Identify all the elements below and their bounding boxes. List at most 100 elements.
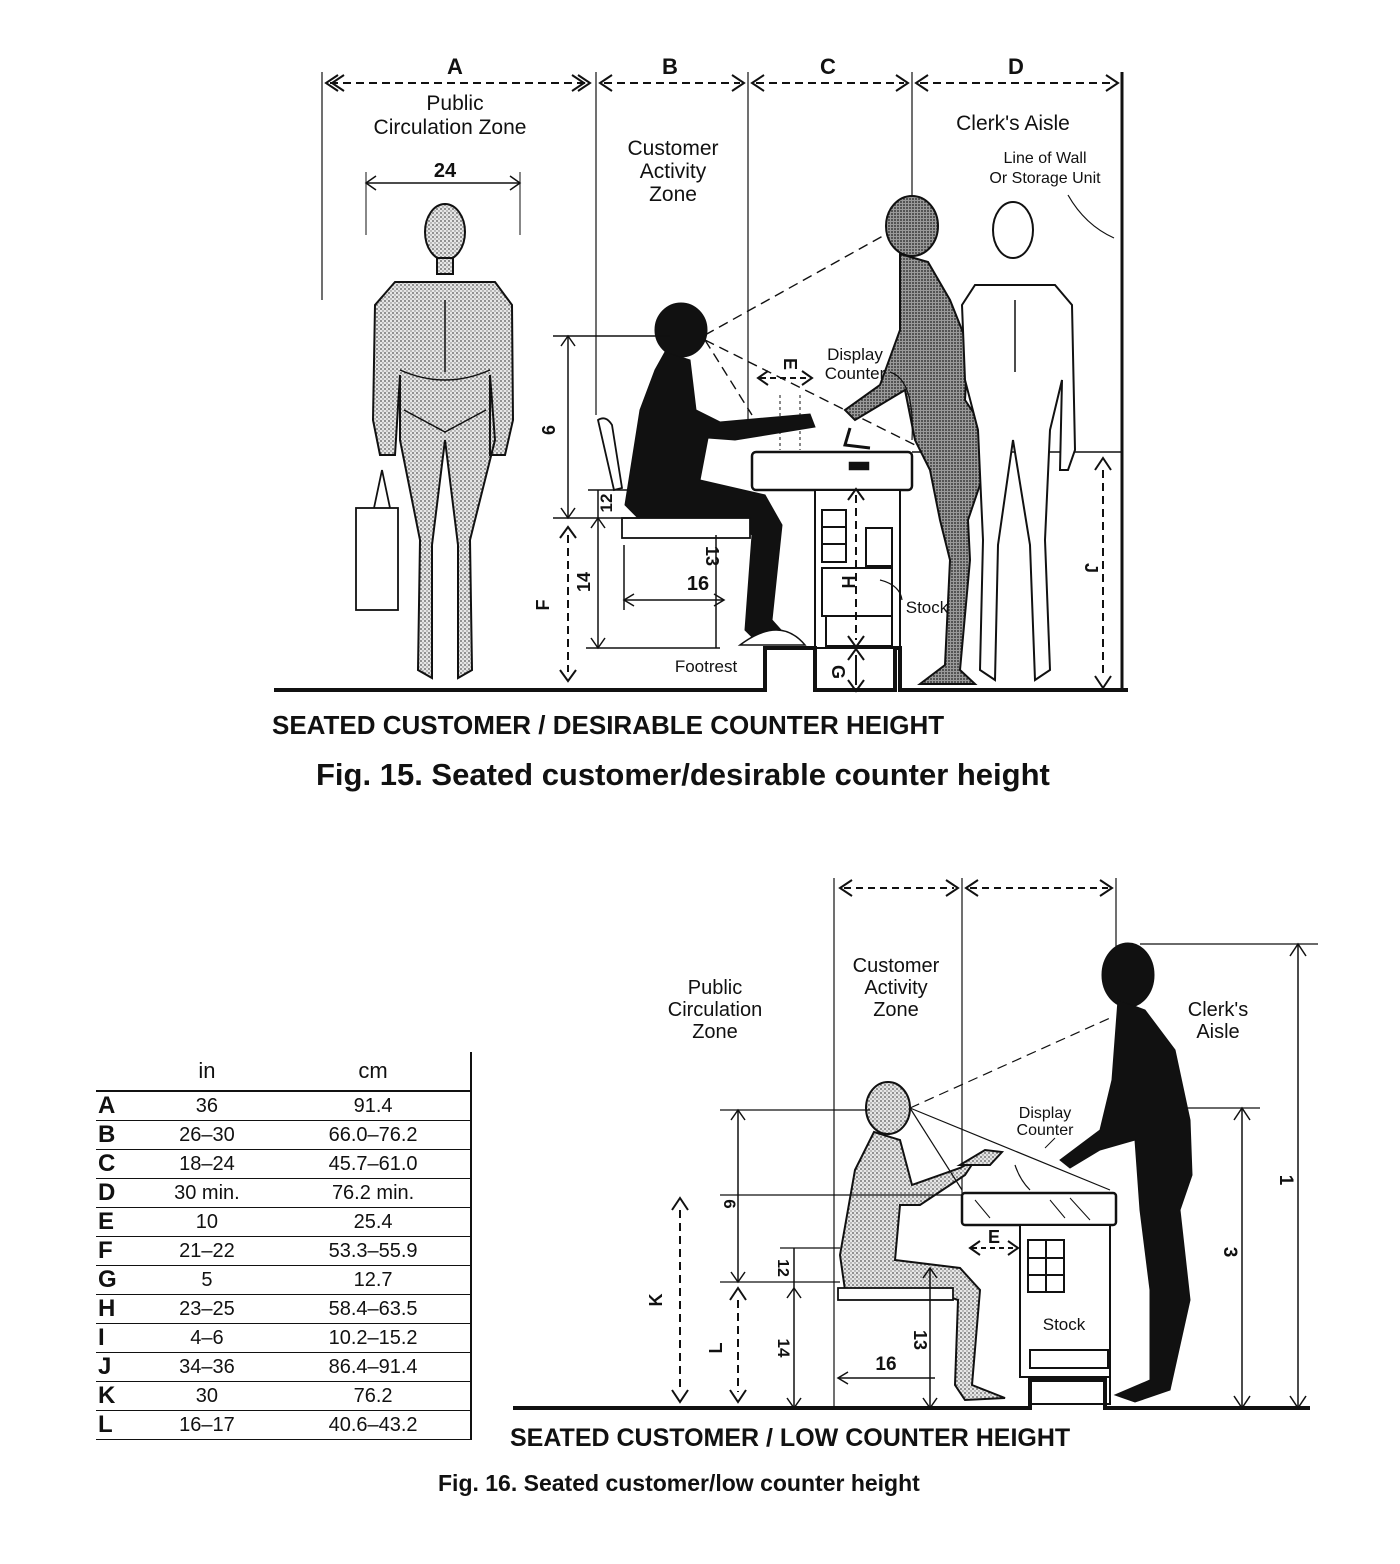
figure-16-heading: SEATED CUSTOMER / LOW COUNTER HEIGHT (510, 1424, 1071, 1452)
table-cell-cm: 91.4 (276, 1090, 472, 1121)
standing-customer-figure (371, 203, 515, 680)
stool-seat (837, 1287, 954, 1301)
stock-label: Stock (906, 598, 949, 617)
display-counter (750, 450, 914, 492)
clerks-aisle-label-16-1: Clerk's (1188, 999, 1249, 1021)
clerk-figure (843, 195, 986, 685)
table-cell-key: H (96, 1294, 138, 1324)
dim-E: E (780, 358, 800, 370)
table-cell-in: 23–25 (137, 1294, 277, 1324)
table-cell-key: B (96, 1120, 138, 1150)
dim-24: 24 (434, 160, 457, 182)
table-cell-in: 4–6 (137, 1323, 277, 1353)
column-header-in: in (137, 1052, 277, 1092)
display-counter-label-16-2: Counter (1017, 1122, 1075, 1139)
clerk-figure-16 (1059, 942, 1193, 1403)
table-cell-in: 10 (137, 1207, 277, 1237)
dim-12: 12 (597, 494, 616, 513)
dim-H: H (838, 576, 858, 589)
figure-16-caption: Fig. 16. Seated customer/low counter hei… (438, 1470, 920, 1496)
dim-16: 16 (687, 573, 709, 595)
figure-16-labels: Public Circulation Zone Customer Activit… (646, 955, 1296, 1375)
stock-label-16: Stock (1043, 1315, 1086, 1334)
dim-13-16: 13 (910, 1330, 930, 1350)
dim-14-16: 14 (774, 1339, 793, 1358)
dimension-G (847, 647, 865, 693)
table-cell-cm: 45.7–61.0 (276, 1149, 472, 1179)
clerk-outline-figure (960, 201, 1077, 682)
table-cell-cm: 76.2 (276, 1381, 472, 1411)
stock-cabinet (814, 489, 901, 649)
table-cell-in: 34–36 (137, 1352, 277, 1382)
customer-zone-label-16-1: Customer (853, 955, 940, 977)
footrest (737, 629, 807, 646)
dim-12-16: 12 (774, 1259, 791, 1277)
customer-zone-label-16-3: Zone (873, 999, 919, 1021)
zone-letter-D: D (1008, 54, 1024, 79)
table-cell-key: F (96, 1236, 138, 1266)
figure-15-labels: A B C D Public Circulation Zone Customer… (374, 54, 1102, 679)
table-header-row: in cm (96, 1052, 472, 1092)
display-counter-label-16-1: Display (1019, 1105, 1071, 1122)
footrest-label: Footrest (675, 657, 738, 676)
wall-label-2: Or Storage Unit (989, 170, 1101, 187)
zone-letter-C: C (820, 54, 836, 79)
seated-customer-figure-16 (838, 1081, 1006, 1402)
stock-cabinet-16 (1019, 1224, 1111, 1405)
table-cell-cm: 86.4–91.4 (276, 1352, 472, 1382)
table-cell-key: C (96, 1149, 138, 1179)
shopping-bag-icon (355, 469, 399, 611)
table-cell-cm: 76.2 min. (276, 1178, 472, 1208)
table-cell-in: 36 (137, 1090, 277, 1121)
table-cell-in: 21–22 (137, 1236, 277, 1266)
table-cell-in: 16–17 (137, 1410, 277, 1440)
table-cell-cm: 53.3–55.9 (276, 1236, 472, 1266)
public-zone-label-16-3: Zone (692, 1021, 738, 1043)
public-zone-label-2: Circulation Zone (374, 116, 527, 139)
seated-customer-figure (624, 302, 816, 646)
customer-zone-label-3: Zone (649, 183, 697, 206)
table-cell-key: E (96, 1207, 138, 1237)
dimension-K (671, 1196, 689, 1404)
dimension-E-16 (968, 1240, 1020, 1256)
display-counter-16 (960, 1191, 1118, 1227)
public-zone-label-1: Public (426, 92, 483, 115)
table-cell-key: K (96, 1381, 138, 1411)
dim-L-16: L (706, 1343, 726, 1354)
dimension-E (756, 370, 814, 386)
figure-15-caption: Fig. 15. Seated customer/desirable count… (316, 757, 1050, 792)
table-cell-cm: 12.7 (276, 1265, 472, 1295)
dim-J: J (1081, 563, 1101, 573)
table-cell-in: 26–30 (137, 1120, 277, 1150)
figure-15-heading: SEATED CUSTOMER / DESIRABLE COUNTER HEIG… (272, 710, 945, 740)
clerks-aisle-label-16-2: Aisle (1196, 1021, 1239, 1043)
dim-F: F (533, 600, 553, 611)
dim-1-16: 1 (1275, 1175, 1296, 1186)
table-cell-in: 18–24 (137, 1149, 277, 1179)
table-cell-in: 30 (137, 1381, 277, 1411)
figure-16 (513, 878, 1318, 1410)
table-cell-cm: 10.2–15.2 (276, 1323, 472, 1353)
clerks-aisle-label: Clerk's Aisle (956, 112, 1070, 135)
dimension-L (729, 1286, 747, 1404)
customer-zone-label-16-2: Activity (864, 977, 927, 999)
figure-15 (274, 72, 1128, 693)
table-cell-cm: 40.6–43.2 (276, 1410, 472, 1440)
table-cell-cm: 58.4–63.5 (276, 1294, 472, 1324)
dim-E-16: E (988, 1227, 1000, 1247)
display-counter-label-1: Display (827, 345, 883, 364)
sight-lines (704, 231, 916, 446)
table-cell-in: 5 (137, 1265, 277, 1295)
customer-zone-label-2: Activity (640, 160, 707, 183)
floor-line-16 (513, 1378, 1310, 1410)
chair (596, 417, 751, 539)
dimension-6 (553, 334, 670, 520)
sight-lines-16 (909, 1017, 1111, 1191)
